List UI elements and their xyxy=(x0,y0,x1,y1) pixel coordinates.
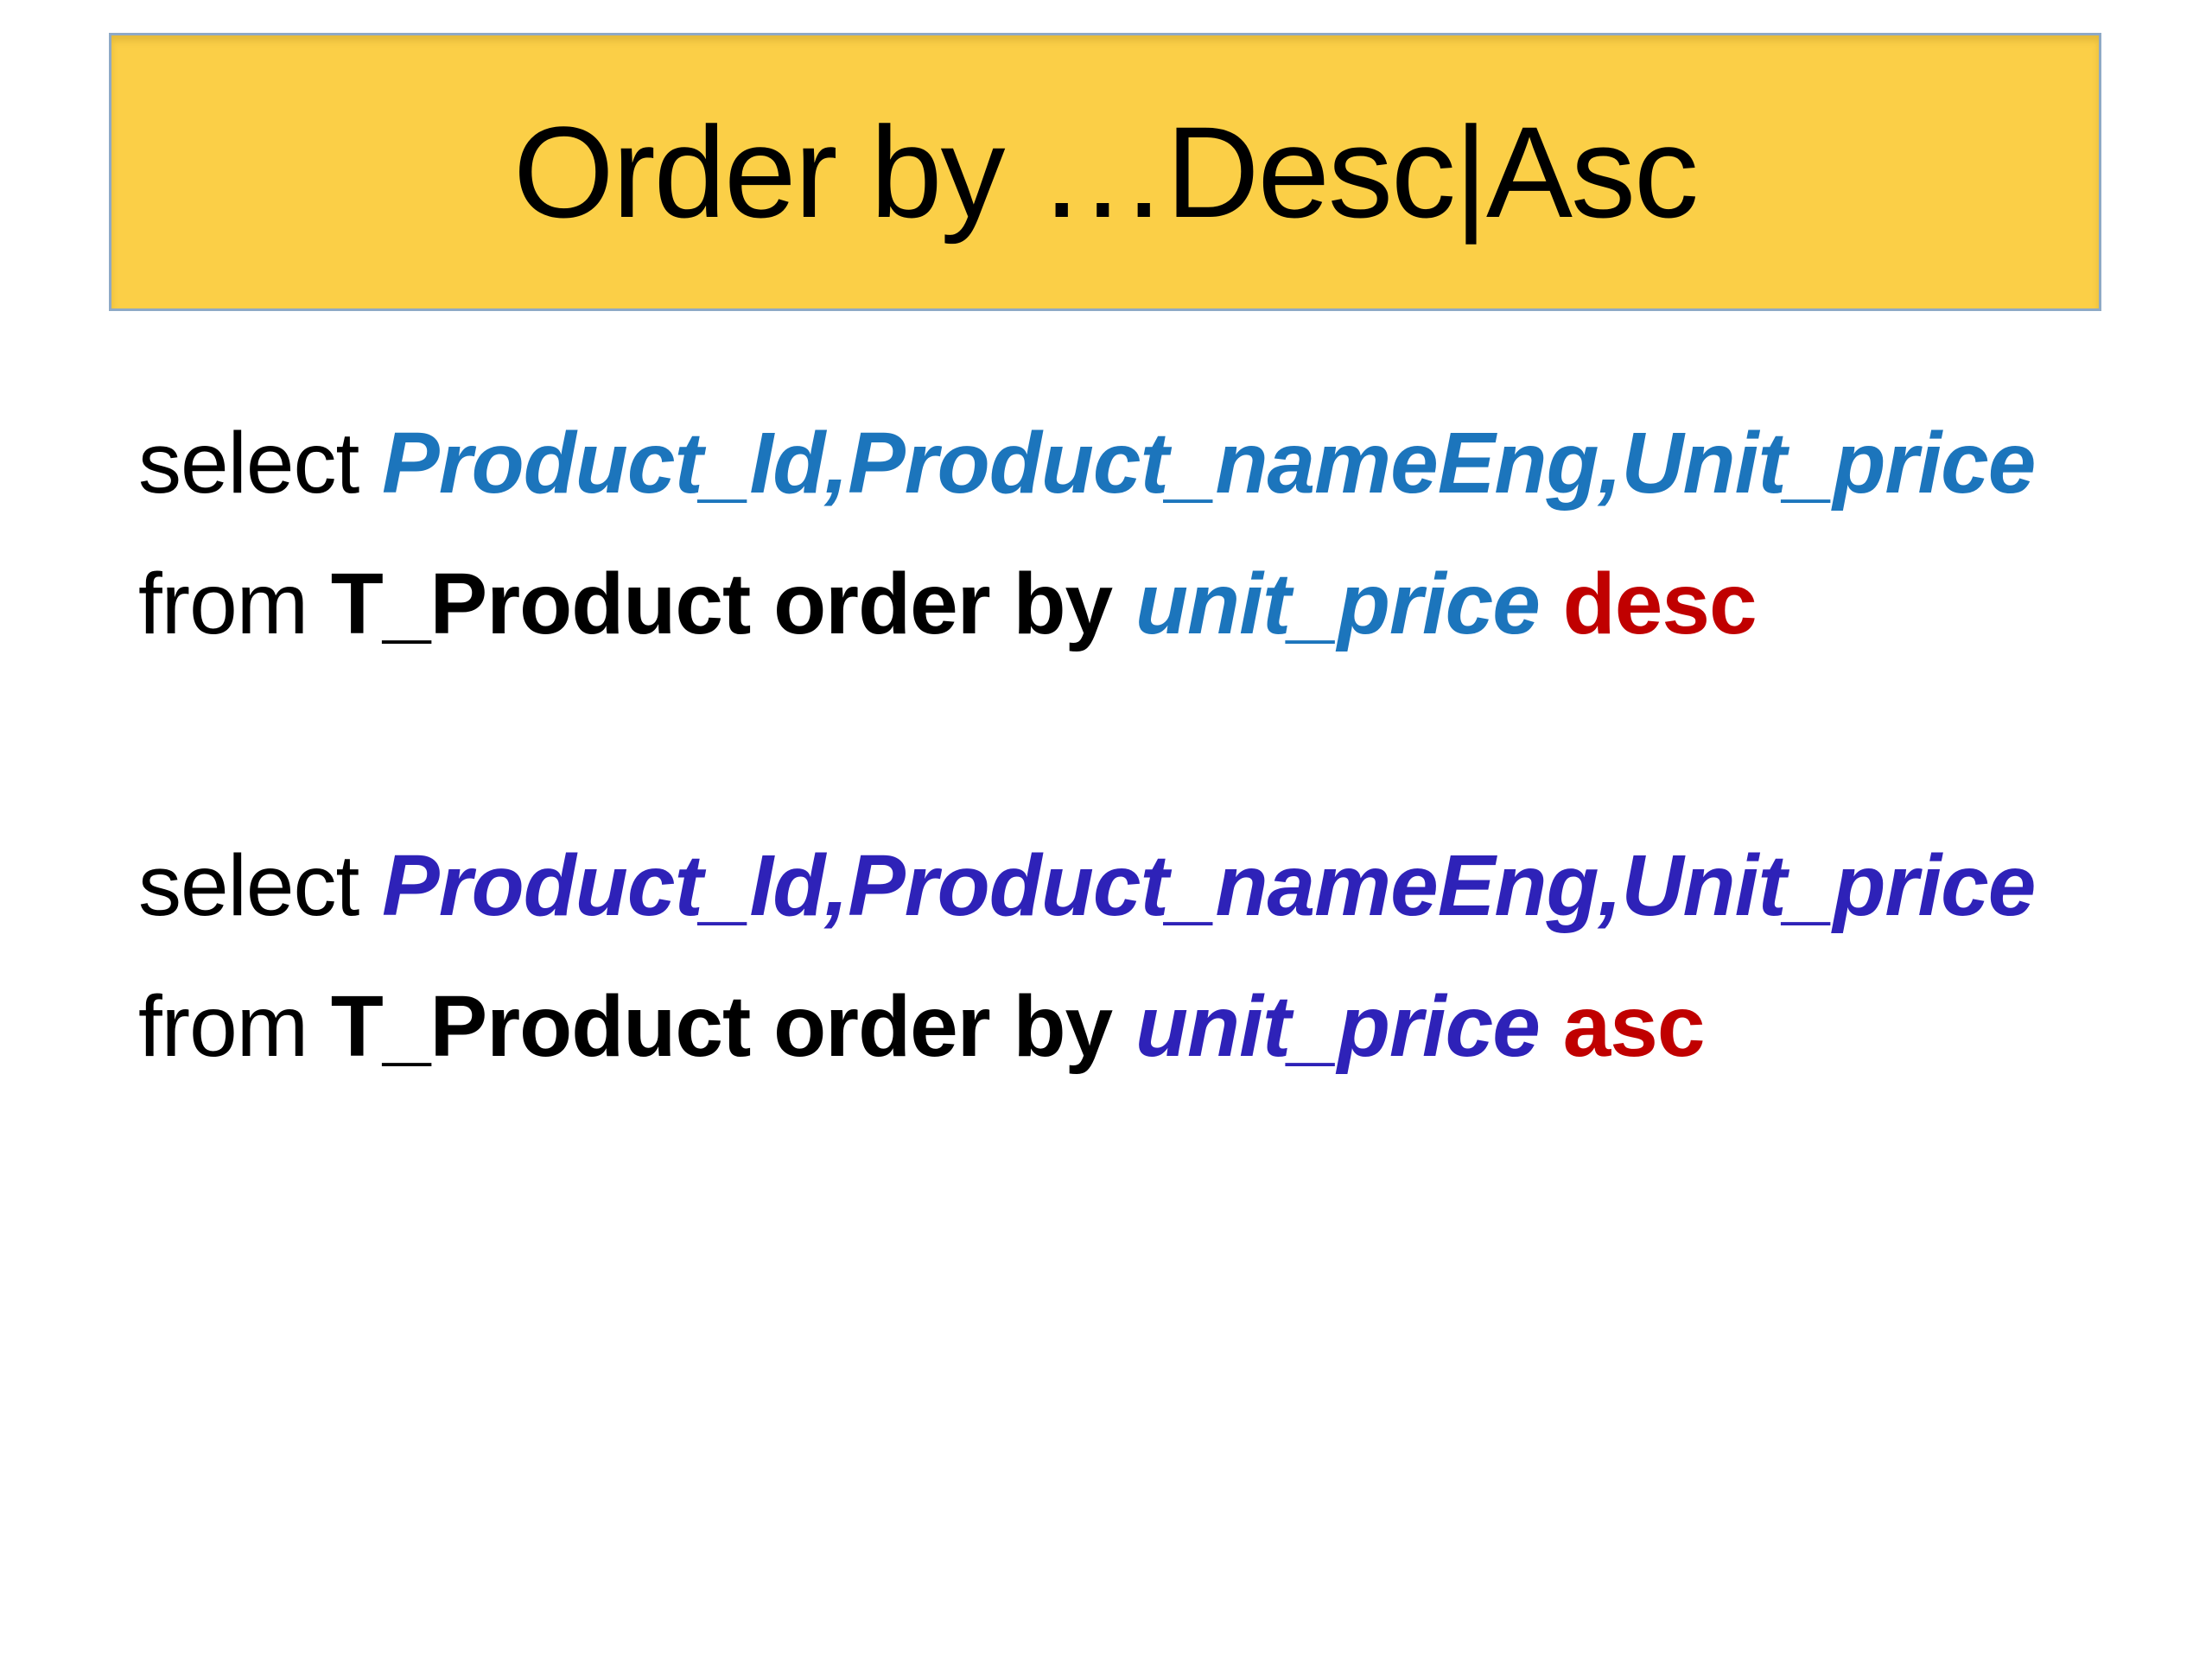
sql-from-line: from T_Product order by unit_price asc xyxy=(138,957,2035,1097)
page-title: Order by …Desc|Asc xyxy=(513,99,1699,245)
sql-from-line: from T_Product order by unit_price desc xyxy=(138,534,2035,675)
sql-select-line: select Product_Id,Product_nameEng,Unit_p… xyxy=(138,816,2036,957)
sql-desc-keyword: desc xyxy=(1562,556,1758,652)
sql-asc-keyword: asc xyxy=(1562,978,1706,1075)
sql-query-asc: select Product_Id,Product_nameEng,Unit_p… xyxy=(138,816,2036,1097)
sql-select-keyword: select xyxy=(138,837,383,934)
sql-table-orderby: T_Product order by xyxy=(330,978,1135,1075)
sql-column-list: Product_Id,Product_nameEng,Unit_price xyxy=(382,837,2036,934)
sql-select-line: select Product_Id,Product_nameEng,Unit_p… xyxy=(138,393,2036,534)
sql-orderby-column: unit_price xyxy=(1135,978,1563,1075)
title-bar: Order by …Desc|Asc xyxy=(109,33,2101,311)
sql-table-orderby: T_Product order by xyxy=(330,556,1135,652)
sql-column-list: Product_Id,Product_nameEng,Unit_price xyxy=(382,415,2036,512)
sql-query-desc: select Product_Id,Product_nameEng,Unit_p… xyxy=(138,393,2036,675)
sql-select-keyword: select xyxy=(138,415,383,512)
sql-orderby-column: unit_price xyxy=(1135,556,1563,652)
sql-from-keyword: from xyxy=(138,978,331,1075)
sql-from-keyword: from xyxy=(138,556,331,652)
